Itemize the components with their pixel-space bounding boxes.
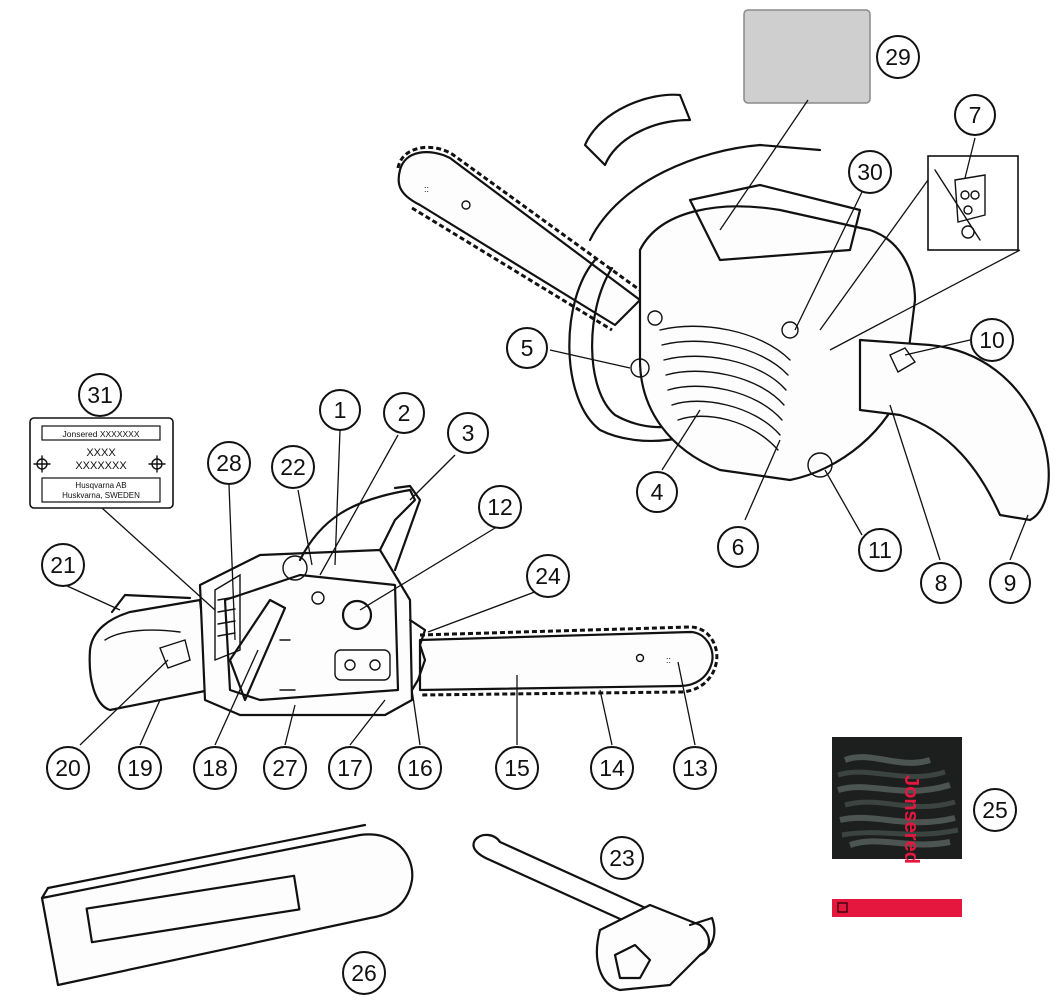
svg-text:::: :: bbox=[424, 184, 429, 194]
callout-26: 26 bbox=[342, 951, 386, 995]
callout-10: 10 bbox=[970, 318, 1014, 362]
callout-20: 20 bbox=[46, 746, 90, 790]
svg-text:6: 6 bbox=[732, 534, 745, 560]
svg-text:10: 10 bbox=[979, 327, 1005, 353]
svg-text:18: 18 bbox=[202, 755, 228, 781]
svg-text:4: 4 bbox=[651, 479, 664, 505]
svg-text:9: 9 bbox=[1004, 570, 1017, 596]
svg-text:27: 27 bbox=[272, 755, 298, 781]
warning-label-sticker bbox=[743, 9, 871, 104]
callout-28: 28 bbox=[207, 441, 251, 485]
svg-text:::: :: bbox=[666, 655, 671, 665]
callout-17: 17 bbox=[328, 746, 372, 790]
plate-serial: XXXXXXX bbox=[75, 460, 127, 472]
callout-24: 24 bbox=[526, 554, 570, 598]
callout-11: 11 bbox=[858, 528, 902, 572]
callout-21: 21 bbox=[41, 543, 85, 587]
svg-text:2: 2 bbox=[398, 400, 411, 426]
svg-text:30: 30 bbox=[857, 159, 883, 185]
svg-text:29: 29 bbox=[885, 44, 911, 70]
callout-7: 7 bbox=[954, 94, 996, 136]
svg-text:13: 13 bbox=[682, 755, 708, 781]
manual-brand-text: Jonsered bbox=[900, 775, 922, 864]
plate-brand-line: Jonsered XXXXXXX bbox=[62, 429, 139, 439]
callout-31: 31 bbox=[78, 373, 122, 417]
plate-maker: Husqvarna AB bbox=[75, 481, 126, 490]
svg-text:25: 25 bbox=[982, 797, 1008, 823]
plate-model: XXXX bbox=[86, 447, 116, 459]
callout-25: 25 bbox=[973, 788, 1017, 832]
callout-1: 1 bbox=[319, 389, 361, 431]
svg-text:3: 3 bbox=[462, 420, 475, 446]
svg-text:11: 11 bbox=[868, 537, 892, 563]
svg-text:23: 23 bbox=[609, 845, 635, 871]
svg-text:16: 16 bbox=[407, 755, 433, 781]
callout-15: 15 bbox=[495, 746, 539, 790]
callout-3: 3 bbox=[447, 412, 489, 454]
callout-23: 23 bbox=[600, 836, 644, 880]
callout-19: 19 bbox=[118, 746, 162, 790]
svg-text:15: 15 bbox=[504, 755, 530, 781]
callout-9: 9 bbox=[989, 562, 1031, 604]
callout-22: 22 bbox=[271, 445, 315, 489]
svg-text:8: 8 bbox=[935, 570, 948, 596]
svg-text:19: 19 bbox=[127, 755, 153, 781]
callout-30: 30 bbox=[848, 150, 892, 194]
combination-wrench bbox=[472, 833, 716, 992]
bar-guard bbox=[40, 823, 414, 987]
svg-text:20: 20 bbox=[55, 755, 81, 781]
callout-2: 2 bbox=[383, 392, 425, 434]
svg-text:21: 21 bbox=[50, 552, 76, 578]
svg-text:22: 22 bbox=[280, 454, 306, 480]
svg-text:26: 26 bbox=[351, 960, 377, 986]
operators-manual: Jonsered bbox=[832, 737, 962, 917]
callout-12: 12 bbox=[478, 485, 522, 529]
svg-text:14: 14 bbox=[599, 755, 625, 781]
svg-text:31: 31 bbox=[87, 382, 113, 408]
callout-13: 13 bbox=[673, 746, 717, 790]
chainsaw-top-view: :: bbox=[396, 93, 1050, 522]
svg-text:5: 5 bbox=[521, 335, 534, 361]
callout-4: 4 bbox=[636, 471, 678, 513]
detail-inset bbox=[927, 155, 1019, 251]
crosshair-icon bbox=[148, 455, 166, 473]
svg-text:24: 24 bbox=[535, 563, 561, 589]
chainsaw-side-view: :: bbox=[88, 484, 719, 717]
svg-text:17: 17 bbox=[337, 755, 363, 781]
leader-lines bbox=[64, 99, 1029, 746]
callout-16: 16 bbox=[398, 746, 442, 790]
callout-14: 14 bbox=[590, 746, 634, 790]
callout-18: 18 bbox=[193, 746, 237, 790]
svg-text:28: 28 bbox=[216, 450, 242, 476]
plate-address: Huskvarna, SWEDEN bbox=[62, 491, 140, 500]
svg-text:12: 12 bbox=[487, 494, 513, 520]
crosshair-icon bbox=[33, 455, 51, 473]
svg-text:1: 1 bbox=[334, 397, 347, 423]
svg-text:7: 7 bbox=[969, 102, 982, 128]
type-plate: Jonsered XXXXXXX XXXX XXXXXXX Husqvarna … bbox=[29, 417, 174, 509]
callout-6: 6 bbox=[717, 526, 759, 568]
callout-29: 29 bbox=[876, 35, 920, 79]
callout-8: 8 bbox=[920, 562, 962, 604]
callout-5: 5 bbox=[506, 327, 548, 369]
callout-27: 27 bbox=[263, 746, 307, 790]
